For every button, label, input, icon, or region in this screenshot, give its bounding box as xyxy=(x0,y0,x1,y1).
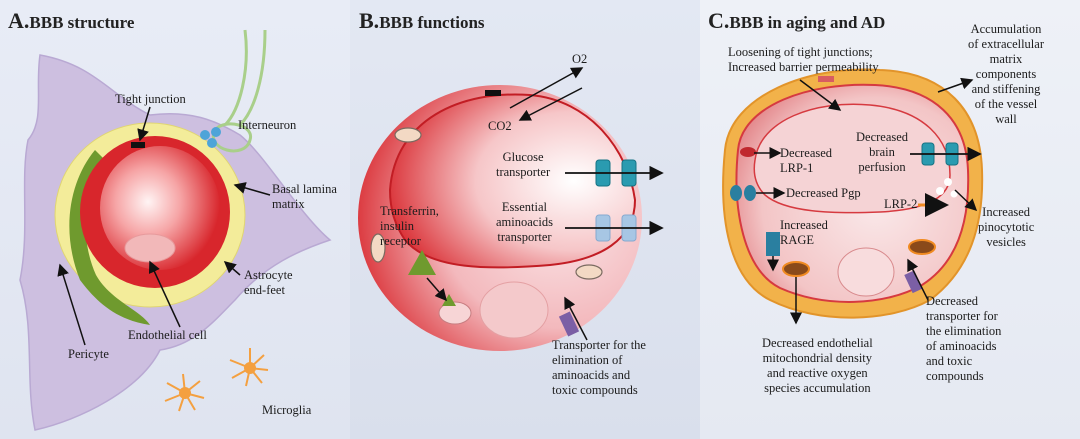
label-co2: CO2 xyxy=(488,119,512,133)
vesicle-icon xyxy=(211,127,221,137)
microglia-icon xyxy=(164,348,269,412)
bbb-aging-illustration xyxy=(722,68,984,325)
label-decreased-transporter: Decreased transporter for the eliminatio… xyxy=(926,294,1002,383)
panel-a-title-text: BBB structure xyxy=(29,13,135,32)
label-endothelial-cell: Endothelial cell xyxy=(128,328,207,342)
label-decreased-mitochondria: Decreased endothelial mitochondrial dens… xyxy=(762,336,873,395)
receptor-ligand-icon xyxy=(442,294,456,306)
label-interneuron: Interneuron xyxy=(238,118,297,132)
label-decreased-pgp: Decreased Pgp xyxy=(786,186,861,200)
tight-junction-marker xyxy=(485,90,501,96)
mitochondrion-icon xyxy=(370,127,603,280)
label-elimination-transporter: Transporter for the elimination of amino… xyxy=(552,338,646,397)
elimination-arrow xyxy=(564,296,588,341)
pericyte-arrow xyxy=(57,263,86,346)
panel-a-letter: A. xyxy=(8,8,30,33)
label-o2: O2 xyxy=(572,52,588,66)
label-astrocyte: Astrocyte end-feet xyxy=(244,268,293,297)
label-pericyte: Pericyte xyxy=(68,347,109,361)
vesicle-icon xyxy=(207,138,217,148)
panel-bbb-functions: B.BBB functions O2 CO2 Glucose transport… xyxy=(350,0,700,439)
label-aminoacids-transporter: Essential aminoacids transporter xyxy=(496,200,553,244)
tight-junction-marker xyxy=(131,142,145,148)
panel-c-title-text: BBB in aging and AD xyxy=(729,13,886,32)
panel-b-title: B.BBB functions xyxy=(359,8,485,34)
vesicle-icon xyxy=(200,130,210,140)
dec-elimination-transporter-icon xyxy=(904,270,923,294)
panel-b-letter: B. xyxy=(359,8,380,33)
pgp-icon xyxy=(730,185,756,201)
rage-receptor-icon xyxy=(766,232,780,256)
endothelial-arrow xyxy=(148,260,181,328)
bbb-functions-illustration xyxy=(358,67,664,351)
label-lrp2: LRP-2 xyxy=(884,197,918,211)
pericyte xyxy=(69,150,150,325)
label-decreased-lrp1: Decreased LRP-1 xyxy=(780,146,833,175)
elimination-transporter-icon xyxy=(558,311,580,337)
tight-junction-marker xyxy=(818,76,834,82)
nucleus xyxy=(837,247,895,297)
nucleus xyxy=(479,281,549,339)
label-transferrin-receptor: Transferrin, insulin receptor xyxy=(380,204,439,248)
dec-transporter-arrow xyxy=(907,258,929,301)
label-loosening-tight-junctions: Loosening of tight junctions; Increased … xyxy=(728,45,879,74)
label-increased-pinocytotic: Increased pinocytotic vesicles xyxy=(978,205,1035,249)
label-tight-junction: Tight junction xyxy=(115,92,186,106)
panel-b-title-text: BBB functions xyxy=(379,13,485,32)
astrocyte-arrow xyxy=(223,261,241,276)
ecm-arrow xyxy=(937,77,974,93)
label-glucose-transporter: Glucose transporter xyxy=(496,150,551,179)
pinocytotic-arrow xyxy=(954,189,978,212)
label-ecm-accumulation: Accumulation of extracellular matrix com… xyxy=(968,22,1044,126)
label-decreased-perfusion: Decreased brain perfusion xyxy=(856,130,909,174)
label-microglia: Microglia xyxy=(262,403,312,417)
panel-c-letter: C. xyxy=(708,8,730,33)
transferrin-receptor-icon xyxy=(408,250,436,275)
mitochondrion-icon xyxy=(782,239,936,277)
loosening-arrow xyxy=(799,79,842,111)
label-basal-lamina: Basal lamina matrix xyxy=(272,182,337,211)
tight-junction-arrow xyxy=(137,106,151,142)
panel-bbb-structure: A.BBB structure Tight junction Interneur… xyxy=(0,0,350,439)
bbb-structure-illustration xyxy=(19,29,332,431)
panel-bbb-aging-ad: C.BBB in aging and AD Loosening of tight… xyxy=(700,0,1080,439)
label-increased-rage: Increased RAGE xyxy=(780,218,828,247)
vesicle xyxy=(438,301,472,325)
basal-lamina-arrow xyxy=(233,182,271,196)
nucleus xyxy=(124,233,176,263)
panel-a-title: A.BBB structure xyxy=(8,8,134,34)
co2-arrow xyxy=(518,87,583,121)
o2-arrow xyxy=(509,67,584,109)
panel-c-title: C.BBB in aging and AD xyxy=(708,8,885,34)
lrp1-marker xyxy=(740,147,756,157)
